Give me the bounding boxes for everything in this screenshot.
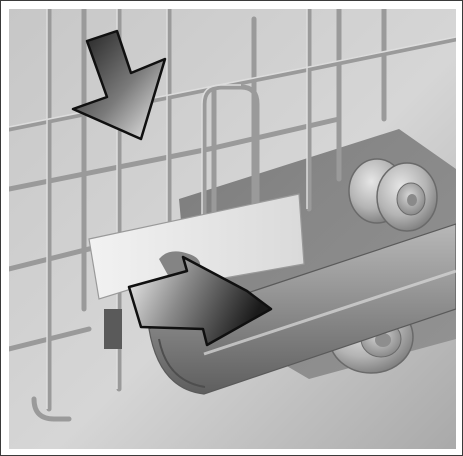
clip-hook bbox=[104, 309, 122, 349]
rail-end-cap bbox=[158, 338, 206, 388]
rack-tine bbox=[201, 84, 260, 242]
upper-wheel bbox=[348, 158, 438, 232]
rack-wire bbox=[9, 326, 92, 352]
rack-wire bbox=[9, 116, 342, 192]
rack-illustration bbox=[9, 9, 456, 449]
rack-wire bbox=[31, 396, 72, 422]
arrow-left-icon bbox=[127, 255, 273, 347]
arrow-down-icon bbox=[71, 29, 167, 141]
rail-highlight bbox=[203, 269, 456, 356]
